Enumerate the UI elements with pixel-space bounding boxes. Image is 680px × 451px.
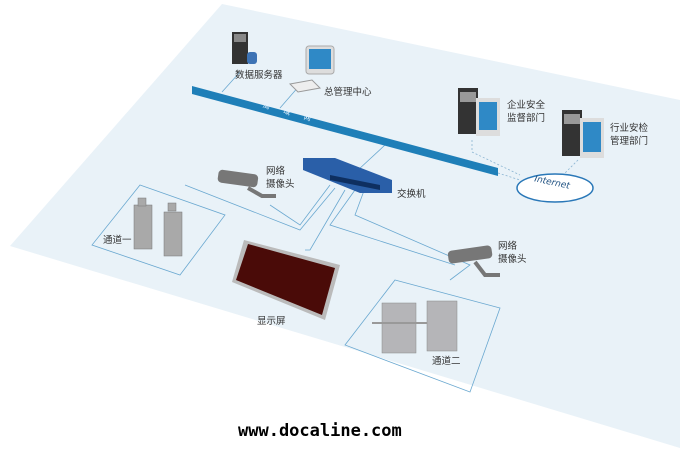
switch-label: 交换机 (397, 189, 426, 200)
network-switch-icon (303, 158, 392, 193)
swing-gate-icon (372, 300, 458, 354)
platform (10, 4, 680, 448)
internet-cloud-icon (516, 173, 594, 203)
camera-1-label: 网络 摄像头 (266, 166, 295, 190)
camera-icon (217, 169, 276, 198)
computer-icon (288, 45, 335, 93)
enterprise-safety-label: 企业安全 监督部门 (507, 100, 546, 124)
camera-icon (447, 245, 500, 277)
led-display-icon (232, 240, 340, 320)
data-server-label: 数据服务器 (235, 70, 283, 81)
channel-1-label: 通道一 (103, 235, 132, 246)
camera-2-label: 网络 摄像头 (498, 241, 527, 265)
watermark: www.docaline.com (238, 421, 402, 441)
data-server-icon (232, 32, 257, 64)
main-center-label: 总管理中心 (324, 87, 372, 98)
connection-lines (91, 71, 501, 393)
workstation-icon (458, 88, 500, 136)
workstation-icon (562, 110, 604, 158)
turnstile-icon (133, 197, 183, 257)
industry-safety-label: 行业安检 管理部门 (610, 123, 649, 147)
display-label: 显示屏 (257, 316, 286, 327)
lan-bar (192, 86, 498, 176)
channel-2-label: 通道二 (432, 356, 461, 367)
